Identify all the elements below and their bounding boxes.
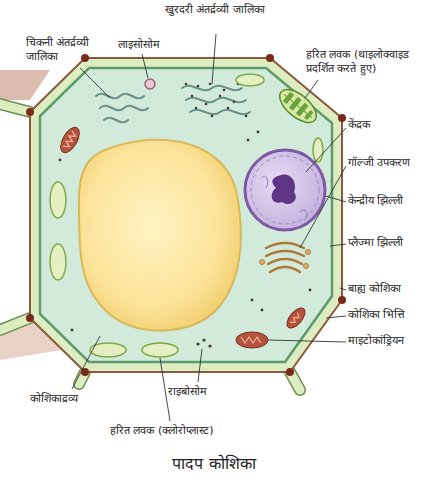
- mitochondria: [57, 124, 308, 348]
- part-label: माइटोकांड्रियन: [348, 334, 426, 348]
- part-label: बाह्य कोशिका: [348, 282, 426, 296]
- vacuole: [79, 140, 241, 331]
- part-label: खुरदरी अंतर्द्रव्यी जालिका: [165, 3, 265, 17]
- golgi-apparatus: [266, 243, 304, 272]
- part-label: चिकनी अंतर्द्रव्यी जालिका: [26, 36, 110, 64]
- part-label: केन्द्रीय झिल्ली: [348, 194, 426, 208]
- part-label: राइबोसोम: [168, 385, 248, 399]
- middle-lamella: [26, 54, 346, 376]
- part-label: लाइसोसोम: [118, 38, 182, 52]
- lysosome: [145, 79, 155, 89]
- part-label: कोशिकाद्रव्य: [30, 392, 126, 406]
- golgi-vesicles: [260, 250, 311, 269]
- part-label: गॉल्जी उपकरण: [348, 156, 426, 170]
- leader-lines: [72, 34, 346, 421]
- part-label: हरित लवक (थाइलोक्वाइड प्रदर्शित करते हुए…: [306, 48, 426, 76]
- rough-er: [182, 86, 250, 115]
- part-label: हरित लवक (क्लोरोप्लास्ट): [110, 424, 310, 438]
- nucleus: [245, 150, 325, 230]
- plasma-membrane: [40, 68, 332, 362]
- chloroplasts: [50, 74, 323, 357]
- part-label: प्लैज्मा झिल्ली: [348, 236, 426, 250]
- smooth-er: [96, 94, 148, 123]
- cell-wall: [30, 58, 342, 372]
- part-label: कोशिका भित्ति: [348, 308, 426, 322]
- figure-caption: पादप कोशिका: [0, 452, 428, 474]
- part-label: केंद्रक: [348, 118, 426, 132]
- neighbour-cell: [0, 70, 50, 100]
- chloroplast-thylakoid: [274, 83, 322, 128]
